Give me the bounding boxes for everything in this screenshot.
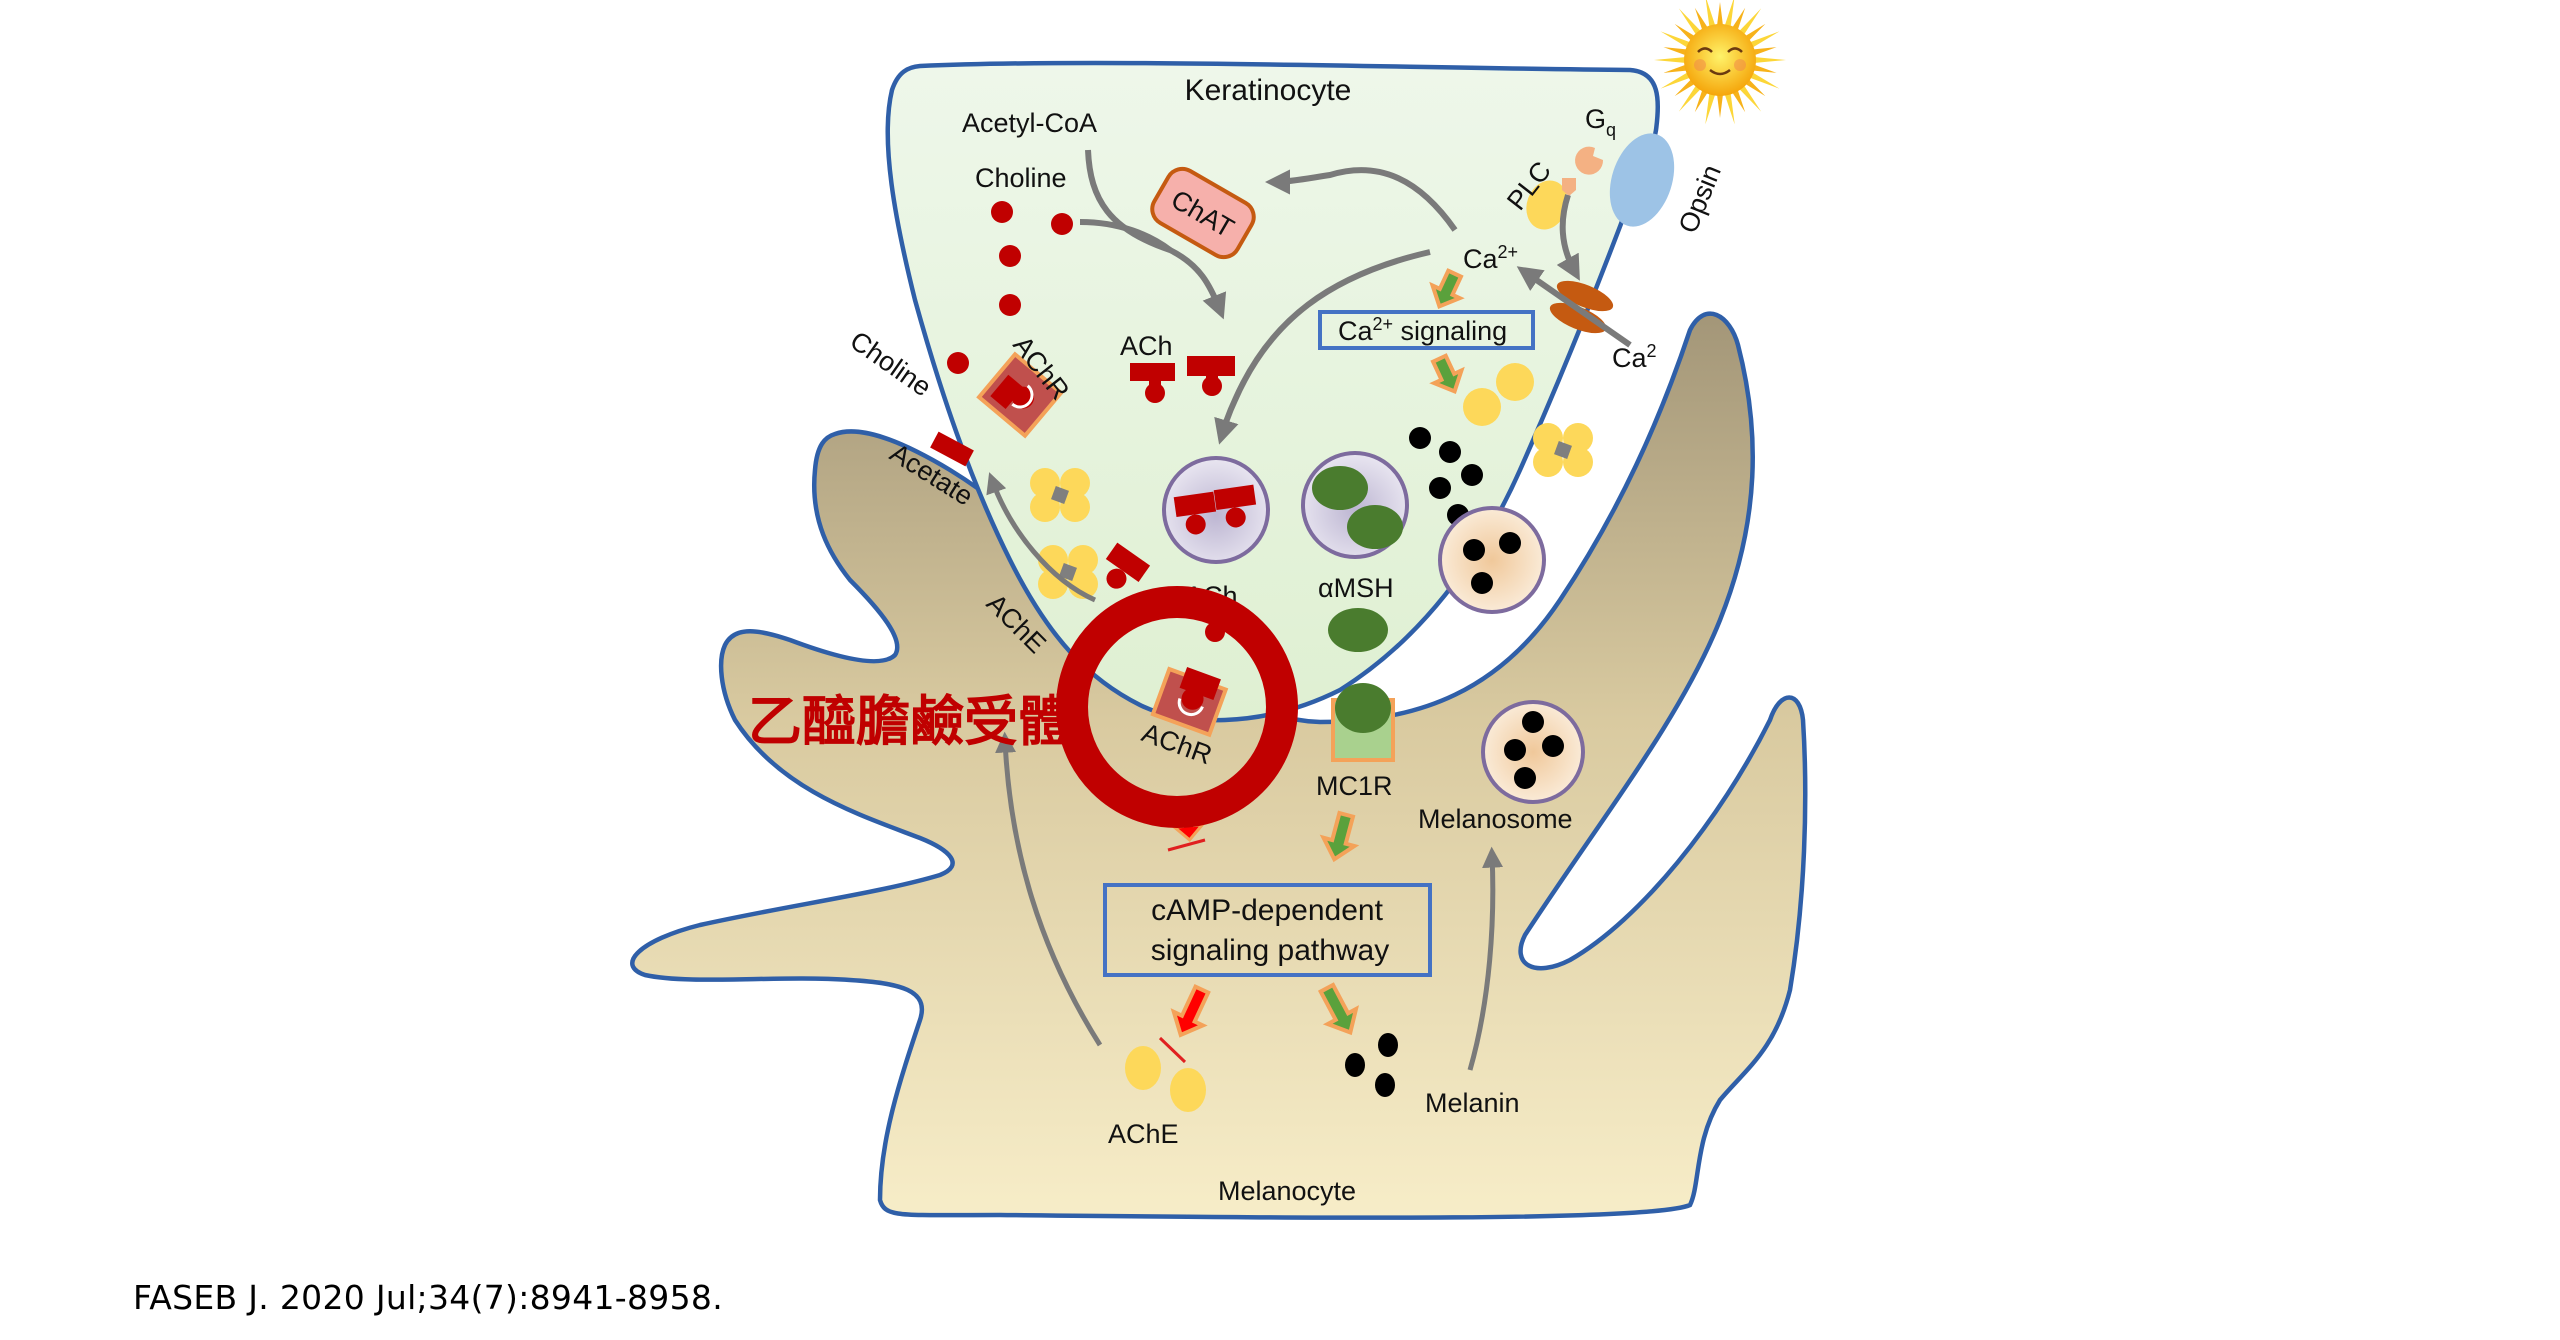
sun-ray bbox=[1738, 8, 1762, 36]
plc-activator-icon bbox=[1562, 178, 1576, 196]
melanocyte-title: Melanocyte bbox=[1218, 1176, 1356, 1206]
sun-ray bbox=[1731, 7, 1746, 31]
inhibit-bar-ache bbox=[1158, 1036, 1187, 1064]
choline-molecules bbox=[947, 201, 1073, 374]
gq-label: Gq bbox=[1585, 104, 1616, 140]
ache-yellow-pair-melanocyte bbox=[1125, 1046, 1206, 1112]
ache-yellow-pair-keratinocyte bbox=[1463, 363, 1534, 426]
sun-ray bbox=[1654, 56, 1687, 64]
ach-molecule-cleft bbox=[1105, 542, 1151, 589]
melanosome-melanocyte bbox=[1481, 700, 1585, 804]
sun-ray bbox=[1744, 78, 1766, 97]
sun-ray bbox=[1694, 7, 1709, 31]
arrow-ca-to-chat bbox=[1264, 167, 1458, 232]
choline-label-cleft: Choline bbox=[845, 325, 937, 402]
camp-label-line2: signaling pathway bbox=[1151, 934, 1390, 967]
ca-signaling-label: Ca2+ signaling bbox=[1338, 314, 1507, 346]
amsh-molecule bbox=[1328, 608, 1388, 652]
ca-signaling-box bbox=[1318, 310, 1535, 350]
arrow-ache-to-acetate bbox=[986, 472, 1097, 603]
sun-ray bbox=[1724, 0, 1735, 28]
sun-ray bbox=[1752, 64, 1777, 73]
opsin-receptor bbox=[1609, 133, 1675, 227]
sun-ray bbox=[1660, 31, 1691, 49]
sun-ray bbox=[1744, 23, 1766, 42]
chat-enzyme: ChAT bbox=[1150, 166, 1256, 260]
red-inhibit-arrow-camp-to-ache bbox=[1170, 984, 1211, 1038]
arrow-plc-to-channel bbox=[1556, 194, 1580, 281]
melanosome-label: Melanosome bbox=[1418, 804, 1573, 834]
sun-icon bbox=[1654, 0, 1786, 125]
sun-ray bbox=[1738, 84, 1762, 112]
ach-molecules-keratinocyte bbox=[1130, 356, 1235, 403]
ache-enzyme-cleft-1 bbox=[1030, 468, 1090, 522]
sun-ray bbox=[1731, 89, 1746, 113]
achr-melanocyte-receptor bbox=[1150, 666, 1229, 738]
sun-ray bbox=[1705, 92, 1716, 125]
sun-ray bbox=[1716, 2, 1724, 27]
sun-ray bbox=[1749, 71, 1780, 89]
sun-ray bbox=[1663, 47, 1688, 56]
arrow-ache-to-cleft bbox=[995, 731, 1103, 1047]
melanin-dots-melanocyte bbox=[1345, 1033, 1398, 1097]
sun-ray bbox=[1724, 92, 1735, 125]
keratinocyte-title: Keratinocyte bbox=[1185, 74, 1352, 107]
sun-ray bbox=[1753, 56, 1786, 64]
amsh-vesicle bbox=[1301, 451, 1409, 559]
arrow-choline-merge bbox=[1079, 219, 1172, 253]
sun-ray bbox=[1749, 31, 1780, 49]
green-arrow-mc1r-to-camp bbox=[1319, 810, 1360, 863]
acetate-molecule bbox=[930, 431, 974, 467]
ache-enzyme-cleft-3 bbox=[1533, 423, 1593, 477]
ach-vesicle bbox=[1162, 456, 1270, 564]
mc1r-receptor bbox=[1331, 683, 1395, 762]
sun-ray bbox=[1663, 64, 1688, 73]
melanosome-in-keratinocyte bbox=[1438, 506, 1546, 614]
calcium-channel-top bbox=[1556, 280, 1614, 312]
inhibit-bar-camp bbox=[1167, 838, 1206, 852]
camp-pathway-box bbox=[1103, 883, 1432, 977]
sun-ray bbox=[1705, 0, 1716, 28]
sun-ray bbox=[1660, 71, 1691, 89]
camp-label-line1: cAMP-dependent bbox=[1151, 894, 1383, 927]
arrow-ca-to-vesicle bbox=[1214, 249, 1431, 445]
sun-ray bbox=[1716, 93, 1724, 118]
plc-enzyme bbox=[1526, 180, 1568, 230]
amsh-label: αMSH bbox=[1318, 573, 1394, 603]
melanin-dots-keratinocyte bbox=[1409, 427, 1483, 526]
green-arrow-to-ca-signaling bbox=[1429, 268, 1465, 309]
sun-ray bbox=[1678, 8, 1702, 36]
acetyl-coa-label: Acetyl-CoA bbox=[962, 108, 1097, 138]
achr-keratinocyte-receptor bbox=[976, 351, 1064, 439]
sun-ray bbox=[1694, 89, 1709, 113]
sun-ray bbox=[1674, 23, 1696, 42]
arrow-melanin-to-melanosome bbox=[1467, 846, 1504, 1071]
annotation-label: 乙醯膽鹼受體 bbox=[748, 690, 1072, 753]
mc1r-label: MC1R bbox=[1316, 771, 1393, 801]
opsin-label: Opsin bbox=[1673, 161, 1727, 238]
melanin-label: Melanin bbox=[1425, 1088, 1520, 1118]
green-arrow-to-ache bbox=[1429, 353, 1465, 394]
ca-external-label: Ca2 bbox=[1612, 341, 1657, 373]
ach-label-keratinocyte: ACh bbox=[1120, 331, 1173, 361]
sun-ray bbox=[1752, 47, 1777, 56]
sun-ray bbox=[1674, 78, 1696, 97]
ca-ion-label: Ca2+ bbox=[1463, 242, 1518, 274]
arrow-ca-influx bbox=[1516, 266, 1632, 348]
ache-label-melanocyte: AChE bbox=[1108, 1119, 1179, 1149]
sun-ray bbox=[1678, 84, 1702, 112]
highlight-ring bbox=[1056, 586, 1298, 828]
melanocyte-cell bbox=[630, 311, 1808, 1220]
choline-label-keratinocyte: Choline bbox=[975, 163, 1067, 193]
gq-protein-icon bbox=[1575, 146, 1604, 175]
green-arrow-camp-to-melanin bbox=[1317, 982, 1359, 1036]
calcium-channel-bottom bbox=[1549, 302, 1607, 334]
citation: FASEB J. 2020 Jul;34(7):8941-8958. bbox=[133, 1278, 723, 1317]
